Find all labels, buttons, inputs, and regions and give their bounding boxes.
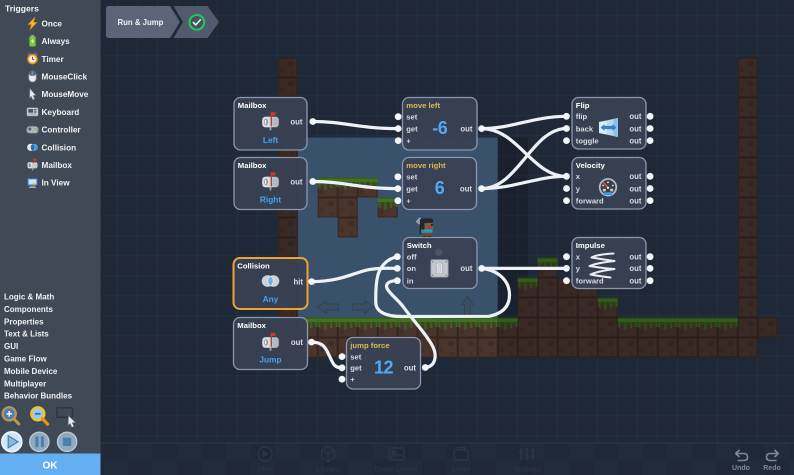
svg-text:+: +: [350, 375, 355, 384]
svg-text:Flip: Flip: [576, 101, 590, 110]
svg-text:hit: hit: [293, 277, 303, 286]
svg-text:out: out: [629, 277, 642, 286]
svg-text:flip: flip: [576, 112, 588, 121]
svg-text:in: in: [407, 277, 414, 286]
svg-text:set: set: [406, 173, 417, 182]
svg-text:Text & Lists: Text & Lists: [4, 330, 49, 339]
svg-text:out: out: [629, 184, 642, 193]
svg-text:Properties: Properties: [4, 317, 44, 326]
svg-text:Layer: Layer: [452, 467, 471, 474]
svg-text:out: out: [629, 124, 642, 133]
svg-text:MouseMove: MouseMove: [42, 90, 89, 99]
svg-text:MouseClick: MouseClick: [42, 73, 88, 82]
svg-text:GUI: GUI: [4, 342, 18, 351]
svg-text:Velocity: Velocity: [576, 161, 606, 170]
svg-text:get: get: [406, 124, 418, 133]
svg-text:out: out: [460, 124, 473, 133]
svg-text:out: out: [290, 177, 303, 186]
svg-text:Mailbox: Mailbox: [237, 321, 266, 330]
svg-text:set: set: [350, 352, 361, 361]
svg-text:toggle: toggle: [576, 136, 599, 145]
svg-text:In View: In View: [42, 179, 71, 188]
svg-text:OK: OK: [43, 461, 59, 472]
svg-text:Once: Once: [42, 19, 63, 28]
svg-text:Game Levels: Game Levels: [374, 467, 417, 474]
svg-text:Undo: Undo: [732, 465, 750, 472]
svg-text:out: out: [629, 112, 642, 121]
svg-text:Run & Jump: Run & Jump: [118, 18, 164, 27]
svg-text:Settings: Settings: [513, 467, 541, 474]
svg-text:Behavior Bundles: Behavior Bundles: [4, 392, 73, 401]
svg-text:set: set: [406, 113, 417, 122]
svg-text:Impulse: Impulse: [576, 241, 606, 250]
svg-text:out: out: [629, 264, 642, 273]
svg-text:off: off: [407, 253, 417, 262]
svg-text:Collision: Collision: [237, 261, 270, 270]
svg-text:Keyboard: Keyboard: [42, 108, 80, 117]
svg-text:out: out: [460, 264, 473, 273]
svg-text:Play: Play: [258, 467, 273, 474]
svg-text:out: out: [404, 363, 417, 372]
svg-text:Timer: Timer: [42, 55, 65, 64]
svg-text:x: x: [576, 172, 581, 181]
svg-text:Right: Right: [260, 195, 281, 205]
svg-text:Mobile Device: Mobile Device: [4, 367, 58, 376]
svg-text:get: get: [350, 364, 362, 373]
svg-text:out: out: [629, 196, 642, 205]
svg-text:Library: Library: [316, 467, 340, 474]
svg-text:-6: -6: [432, 118, 447, 138]
svg-text:+: +: [406, 136, 411, 145]
svg-text:y: y: [576, 264, 581, 273]
svg-text:Triggers: Triggers: [5, 4, 39, 14]
svg-text:y: y: [576, 184, 581, 193]
svg-text:Collision: Collision: [42, 143, 77, 152]
svg-text:forward: forward: [576, 196, 604, 205]
svg-text:forward: forward: [576, 277, 604, 286]
svg-text:out: out: [629, 136, 642, 145]
svg-text:Multiplayer: Multiplayer: [4, 379, 46, 388]
svg-text:Any: Any: [263, 294, 279, 304]
svg-text:Mailbox: Mailbox: [238, 161, 267, 170]
svg-text:Logic & Math: Logic & Math: [4, 293, 54, 302]
svg-text:move left: move left: [406, 101, 440, 110]
svg-text:6: 6: [435, 178, 445, 198]
svg-text:+: +: [406, 197, 411, 206]
svg-text:Jump: Jump: [259, 355, 281, 365]
svg-text:out: out: [290, 117, 303, 126]
svg-text:out: out: [460, 184, 473, 193]
svg-text:Mailbox: Mailbox: [238, 101, 267, 110]
svg-text:on: on: [407, 264, 417, 273]
svg-text:Left: Left: [263, 135, 278, 145]
svg-text:jump force: jump force: [349, 341, 390, 350]
svg-text:Redo: Redo: [763, 465, 781, 472]
svg-text:Controller: Controller: [42, 126, 82, 135]
svg-text:out: out: [291, 338, 304, 347]
svg-text:move right: move right: [406, 161, 446, 170]
svg-text:Switch: Switch: [407, 241, 432, 250]
svg-text:out: out: [629, 253, 642, 262]
svg-text:12: 12: [374, 357, 394, 377]
svg-text:Always: Always: [42, 37, 71, 46]
svg-text:back: back: [576, 124, 594, 133]
svg-text:Mailbox: Mailbox: [42, 161, 73, 170]
svg-text:out: out: [629, 172, 642, 181]
svg-text:get: get: [406, 184, 418, 193]
svg-text:Game Flow: Game Flow: [4, 355, 47, 364]
svg-text:Components: Components: [4, 305, 53, 314]
svg-text:x: x: [576, 253, 581, 262]
